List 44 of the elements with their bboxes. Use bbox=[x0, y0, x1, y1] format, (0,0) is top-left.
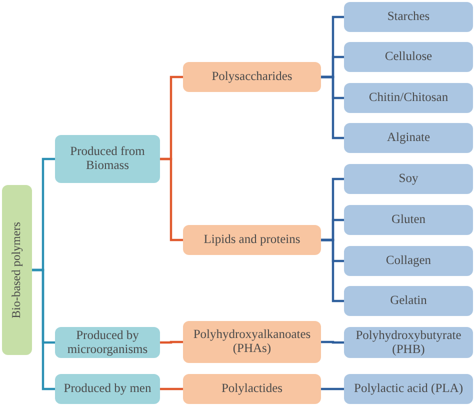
node-label: Cellulose bbox=[384, 50, 432, 64]
category-box bbox=[183, 225, 321, 255]
node-label: Produced by men bbox=[64, 382, 152, 396]
node-label: Alginate bbox=[386, 131, 430, 145]
source-box bbox=[55, 374, 160, 404]
node-label: Gluten bbox=[391, 213, 426, 227]
category-box bbox=[183, 321, 321, 363]
polymer-box bbox=[344, 286, 473, 316]
polymer-box bbox=[344, 205, 473, 235]
node-label: Polylactic acid (PLA) bbox=[354, 382, 463, 396]
node-label: Gelatin bbox=[390, 294, 427, 308]
connector-line bbox=[321, 76, 344, 140]
connector-line bbox=[160, 388, 183, 390]
polymer-box bbox=[344, 123, 473, 153]
node-label: Bio-based polymers bbox=[10, 222, 24, 318]
connector-line bbox=[321, 340, 344, 344]
node-label: Produced from Biomass bbox=[69, 145, 146, 173]
connector-line bbox=[321, 238, 344, 302]
node-label: Collagen bbox=[386, 254, 432, 268]
connector-line bbox=[160, 340, 183, 344]
node-label: Chitin/Chitosan bbox=[368, 91, 448, 105]
source-box bbox=[55, 135, 160, 183]
connector-line bbox=[321, 388, 344, 390]
source-box bbox=[55, 327, 160, 358]
node-label: Soy bbox=[398, 172, 418, 186]
root-box bbox=[2, 185, 32, 355]
polymer-box bbox=[344, 374, 473, 404]
polymer-box bbox=[344, 327, 473, 358]
category-box bbox=[183, 62, 321, 92]
connector-line bbox=[160, 158, 183, 242]
node-label: Lipids and proteins bbox=[204, 233, 300, 247]
node-label: Polyhydroxybutyrate (PHB) bbox=[354, 328, 462, 356]
node-label: Starches bbox=[387, 10, 430, 24]
polymer-box bbox=[344, 164, 473, 194]
polymer-box bbox=[344, 42, 473, 72]
node-label: Polyhydroxyalkanoates (PHAs) bbox=[192, 328, 312, 356]
node-label: Polysaccharides bbox=[212, 70, 292, 84]
polymer-box bbox=[344, 83, 473, 113]
node-label: Polylactides bbox=[221, 382, 283, 396]
polymer-box bbox=[344, 2, 473, 32]
polymer-box bbox=[344, 246, 473, 276]
category-box bbox=[183, 374, 321, 404]
node-label: Produced by microorganisms bbox=[66, 328, 149, 356]
connector-line bbox=[32, 268, 55, 390]
